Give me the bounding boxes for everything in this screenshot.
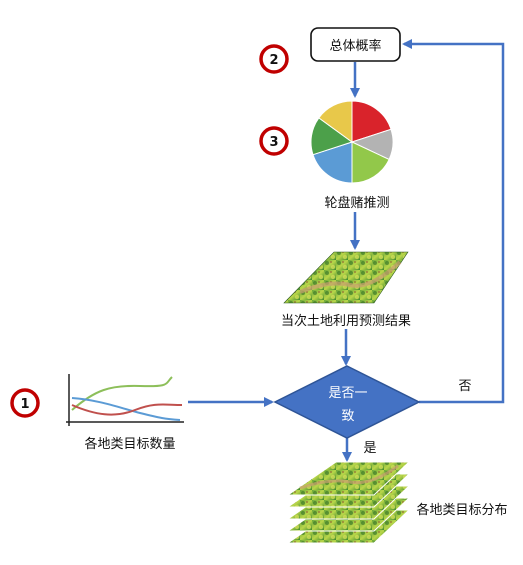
targets-distribution-label: 各地类目标分布 [416, 502, 507, 518]
arrow-decision-no-loop [402, 39, 505, 404]
roulette-label: 轮盘赌推测 [324, 195, 389, 211]
target-count-graph: 各地类目标数量 [66, 374, 184, 452]
targets-count-label: 各地类目标数量 [84, 436, 175, 452]
decision-node: 是否一 致 是 否 [273, 365, 472, 456]
graph-blue-curve [71, 397, 181, 421]
roulette-pie: 轮盘赌推测 [310, 100, 394, 211]
yes-label: 是 [363, 441, 376, 456]
no-label: 否 [458, 379, 471, 394]
total-probability-label: 总体概率 [329, 38, 381, 54]
pie-slice-yellow [318, 100, 353, 143]
marker-1: 1 [10, 388, 40, 418]
graph-red-curve [71, 403, 183, 416]
graph-green-curve [71, 376, 173, 411]
marker-3: 3 [259, 126, 289, 156]
pie-slice-light-green [351, 141, 390, 184]
current-result-label: 当次土地利用预测结果 [281, 313, 411, 329]
marker-3-label: 3 [269, 135, 278, 150]
target-distribution-stack: 各地类目标分布 [286, 461, 508, 544]
decision-label-line1: 是否一 [328, 386, 367, 401]
connectors [188, 39, 505, 462]
current-result-map: 当次土地利用预测结果 [281, 251, 411, 329]
decision-label-line2: 致 [341, 409, 354, 424]
marker-2-label: 2 [269, 53, 278, 68]
marker-1-label: 1 [20, 397, 29, 412]
marker-2: 2 [259, 44, 289, 74]
pie-slice-red [351, 100, 392, 143]
pie-slice-blue [312, 141, 353, 184]
total-probability-node: 总体概率 [310, 27, 401, 62]
